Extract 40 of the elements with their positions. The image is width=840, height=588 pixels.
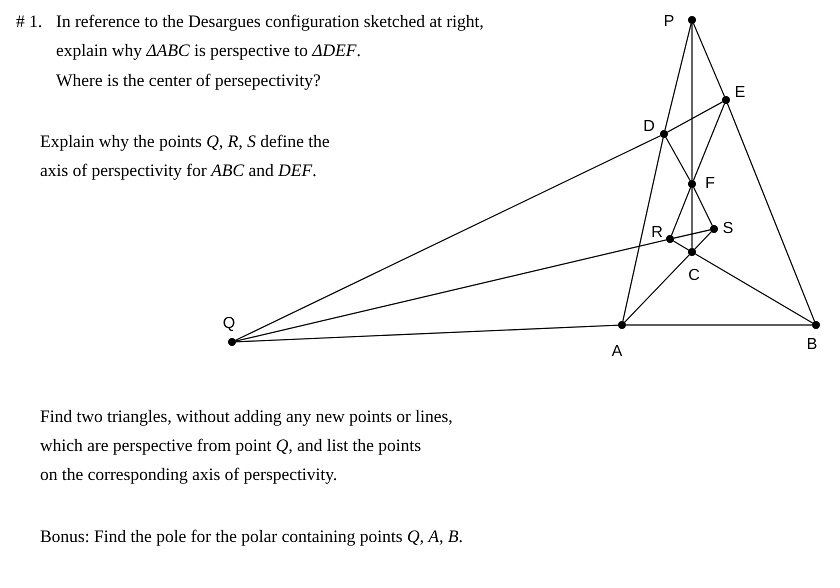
- point-label: D: [643, 119, 655, 135]
- line-segment: [691, 24, 693, 180]
- question-text: Explain why the points Q, R, S define the: [40, 133, 330, 150]
- point-label: B: [806, 337, 818, 353]
- line-segment: [622, 138, 664, 322]
- line-segment: [694, 231, 712, 250]
- line-segment: [626, 324, 812, 326]
- line-segment: [236, 324, 618, 342]
- line-segment: [624, 254, 690, 323]
- line-segment: [691, 188, 693, 248]
- question-text: explain why ΔABC is perspective to ΔDEF.: [56, 42, 361, 60]
- question-text: axis of perspectivity for ABC and DEF.: [40, 162, 317, 180]
- point-label: C: [688, 268, 700, 284]
- point-label: R: [651, 225, 663, 241]
- line-segment: [665, 137, 691, 181]
- line-segment: [674, 229, 710, 239]
- line-segment: [693, 187, 713, 226]
- point-label: F: [705, 176, 715, 192]
- point-label: Q: [222, 316, 236, 332]
- question-text: In reference to the Desargues configuration sketched at right,: [56, 13, 484, 30]
- line-segment: [695, 254, 813, 324]
- line-segment: [692, 103, 726, 181]
- question-text: which are perspective from point Q, and list the points: [40, 437, 422, 454]
- line-segment: [670, 188, 692, 236]
- question-text: Bonus: Find the pole for the polar containing points Q, A, B.: [40, 528, 463, 546]
- point-label: S: [722, 221, 734, 237]
- question-text: # 1.: [16, 13, 42, 30]
- point-label: A: [612, 344, 622, 360]
- line-segment: [673, 240, 689, 250]
- line-segment: [693, 23, 725, 97]
- line-segment: [664, 24, 692, 130]
- point-label: E: [734, 85, 746, 101]
- line-segment: [235, 135, 661, 341]
- line-segment: [726, 104, 816, 322]
- question-text: Where is the center of persepectivity?: [56, 72, 321, 90]
- line-segment: [236, 239, 666, 342]
- question-text: on the corresponding axis of perspectivity.: [40, 466, 338, 484]
- point-label: P: [664, 14, 674, 30]
- line-segment: [667, 101, 723, 133]
- question-text: Find two triangles, without adding any new points or lines,: [40, 408, 453, 426]
